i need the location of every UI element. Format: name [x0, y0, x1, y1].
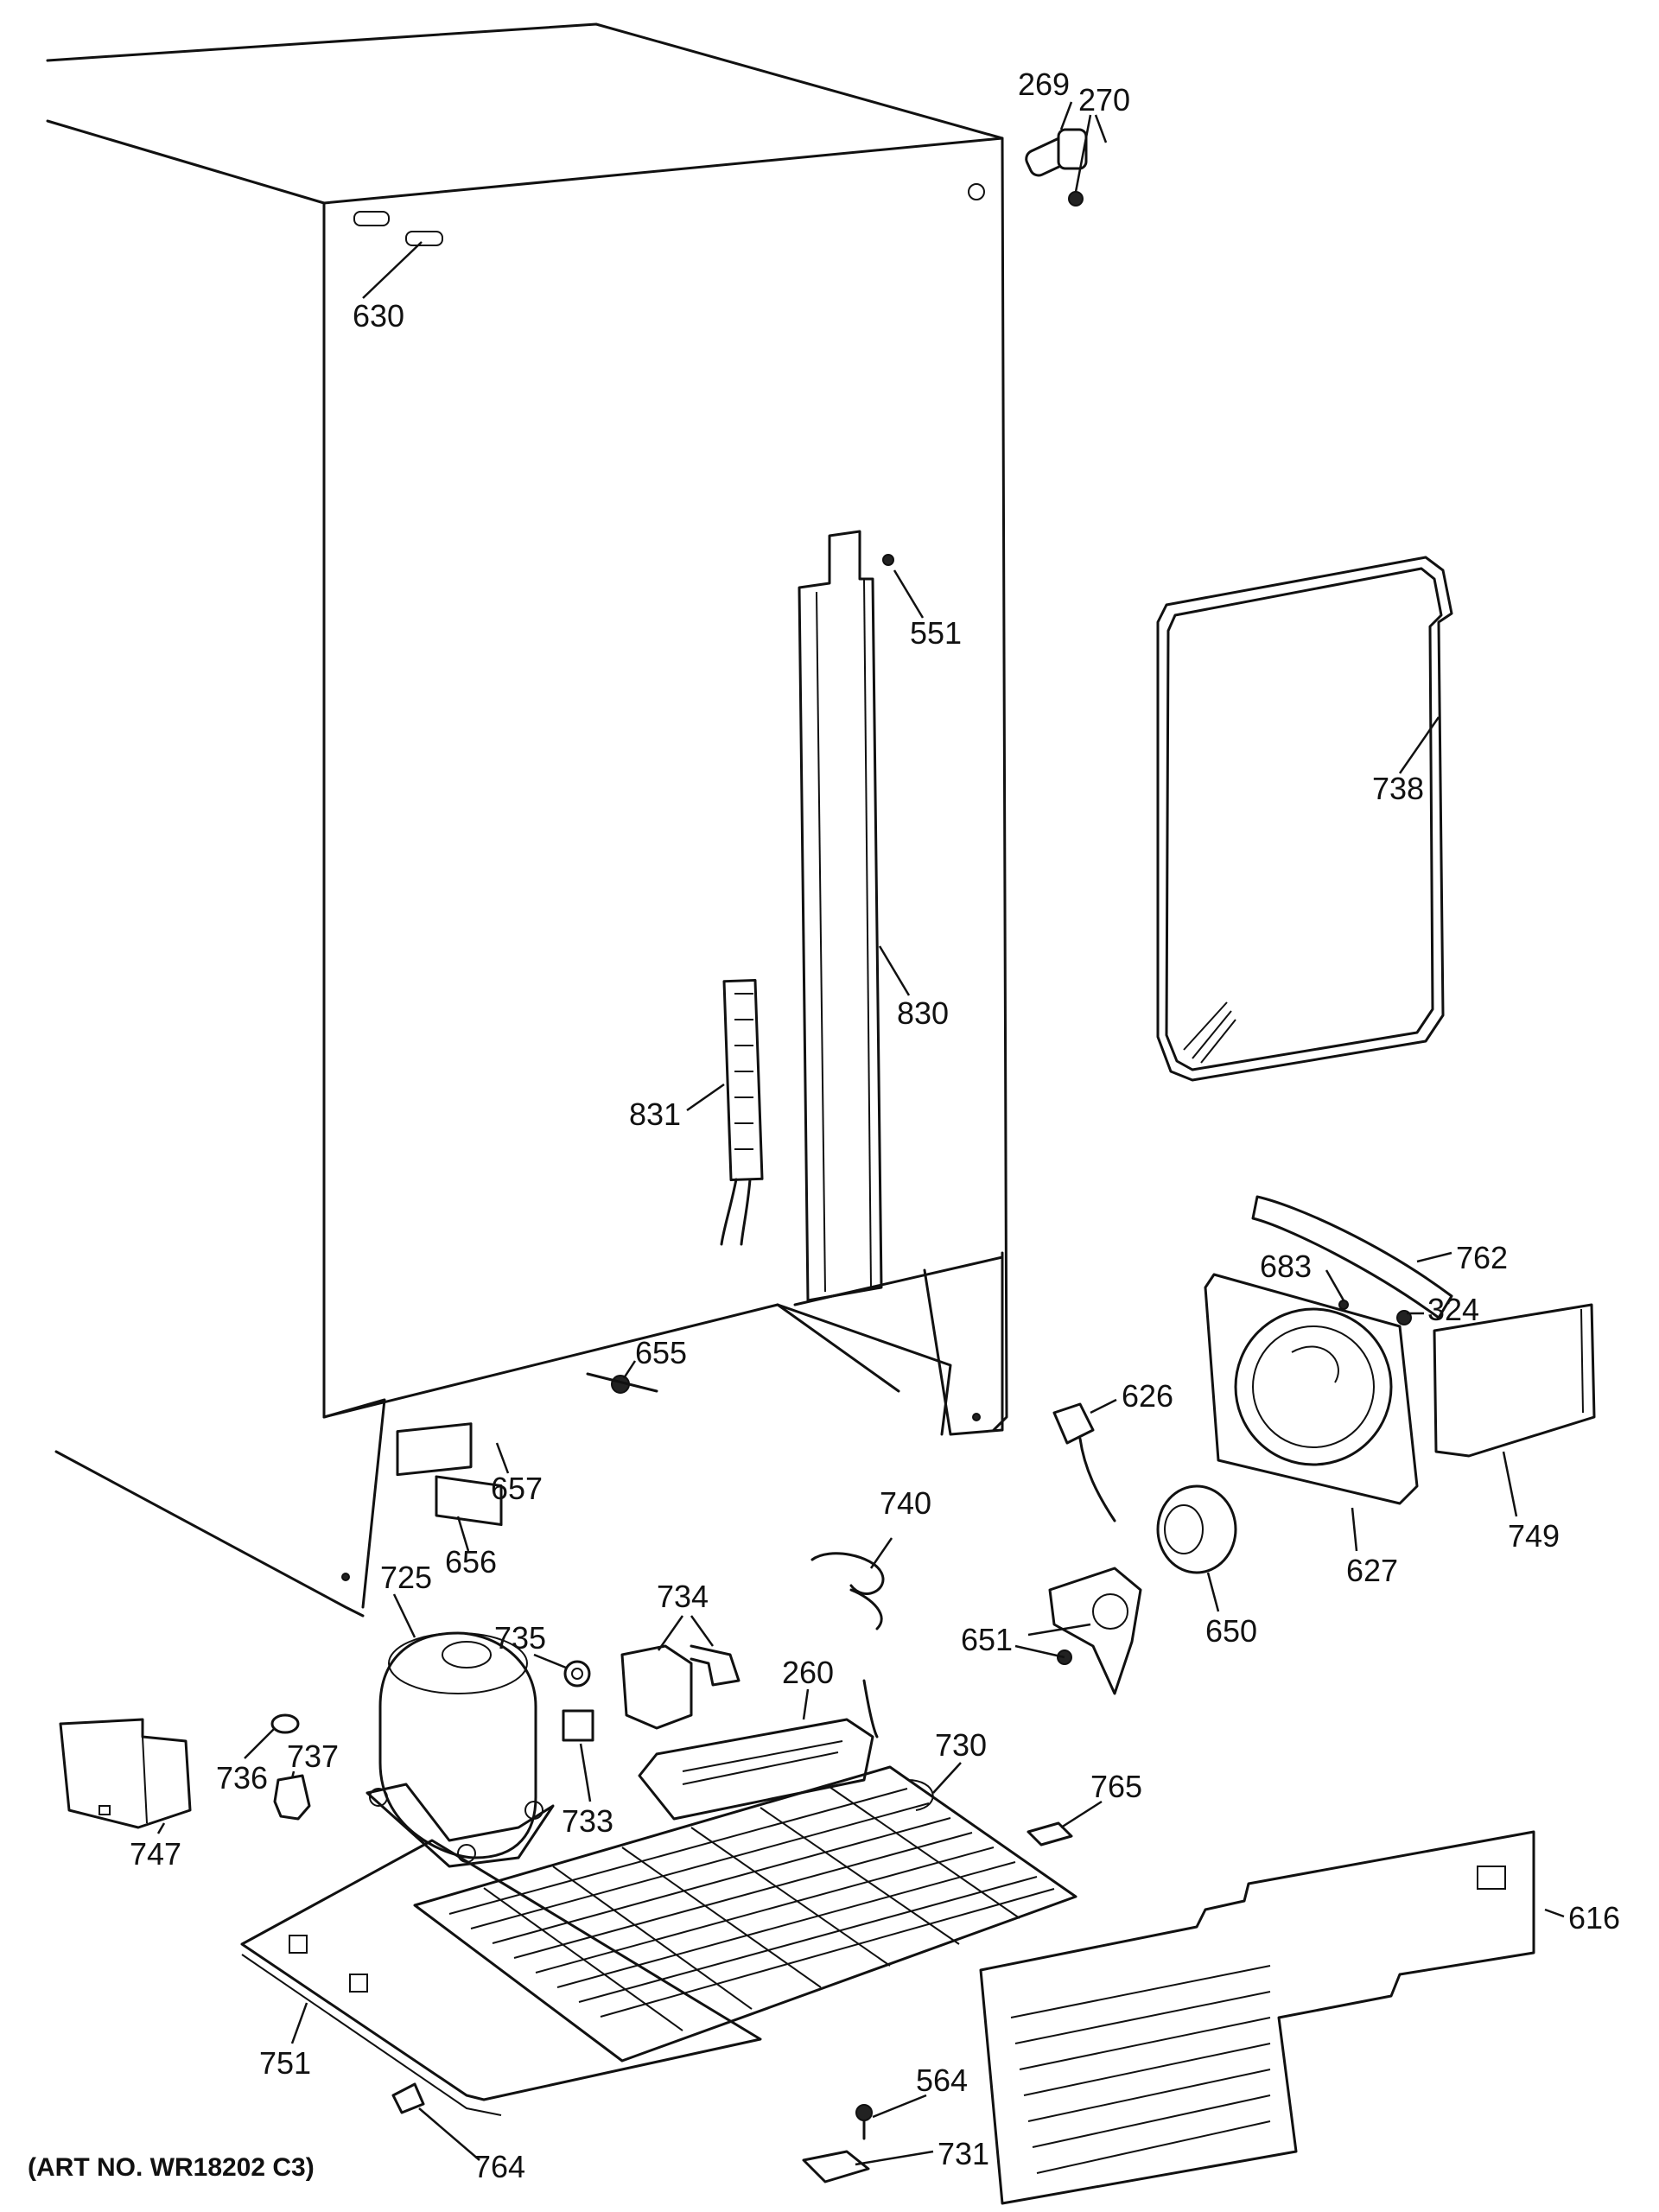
access-panel: [979, 1830, 1535, 2205]
drain-fitting: [882, 128, 1088, 566]
compressor: [365, 1631, 555, 1868]
callout-765: 765: [1090, 1769, 1143, 1804]
callout-740: 740: [880, 1485, 932, 1521]
callout-270: 270: [1078, 82, 1131, 118]
condenser-coil: [413, 1765, 1077, 2063]
callout-657: 657: [491, 1471, 543, 1506]
art-number: (ART NO. WR18202 C3): [28, 2153, 315, 2182]
springs: [810, 1552, 885, 1630]
overload-and-clip: [620, 1644, 741, 1730]
callout-733: 733: [562, 1803, 614, 1839]
callout-730: 730: [935, 1727, 988, 1763]
callout-683: 683: [1260, 1249, 1313, 1284]
callout-616: 616: [1568, 1900, 1621, 1936]
callout-650: 650: [1205, 1613, 1258, 1649]
callout-734: 734: [657, 1579, 709, 1614]
clips-and-screws: [391, 1821, 1073, 2183]
callout-260: 260: [782, 1655, 835, 1690]
callout-551: 551: [910, 615, 963, 651]
gasket-frame: [1156, 556, 1453, 1082]
callout-749: 749: [1508, 1518, 1560, 1554]
callout-626: 626: [1122, 1378, 1174, 1414]
callout-269: 269: [1018, 67, 1071, 102]
callout-651: 651: [961, 1622, 1014, 1657]
leader-lines: [156, 101, 1565, 2166]
small-fittings: [270, 1660, 594, 1821]
drain-pan: [638, 1679, 879, 1821]
callout-735: 735: [494, 1620, 547, 1656]
callout-725: 725: [380, 1560, 433, 1595]
callout-731: 731: [938, 2136, 990, 2171]
callout-627: 627: [1346, 1553, 1399, 1588]
callout-736: 736: [216, 1760, 269, 1796]
callout-762: 762: [1456, 1240, 1509, 1275]
mullion-strip: [798, 530, 883, 1302]
side-cover: [59, 1718, 192, 1829]
callout-751: 751: [259, 2045, 312, 2081]
callout-656: 656: [445, 1544, 498, 1580]
power-cord: [1052, 1402, 1116, 1522]
callout-655: 655: [635, 1335, 688, 1370]
heater-strip: [720, 978, 764, 1246]
relay-brackets: [396, 1372, 658, 1527]
fan-motor-and-blade: [1048, 1484, 1237, 1695]
callout-737: 737: [287, 1738, 340, 1774]
callout-764: 764: [474, 2149, 526, 2184]
callout-564: 564: [916, 2063, 969, 2098]
callout-831: 831: [629, 1096, 682, 1132]
callout-747: 747: [130, 1836, 182, 1872]
callout-630: 630: [353, 298, 405, 334]
callout-324: 324: [1427, 1292, 1480, 1327]
callout-738: 738: [1372, 771, 1425, 806]
fan-shroud: [1204, 1195, 1596, 1505]
base-plate: [240, 1839, 762, 2116]
callout-830: 830: [897, 995, 950, 1031]
cabinet: [46, 22, 1008, 1618]
